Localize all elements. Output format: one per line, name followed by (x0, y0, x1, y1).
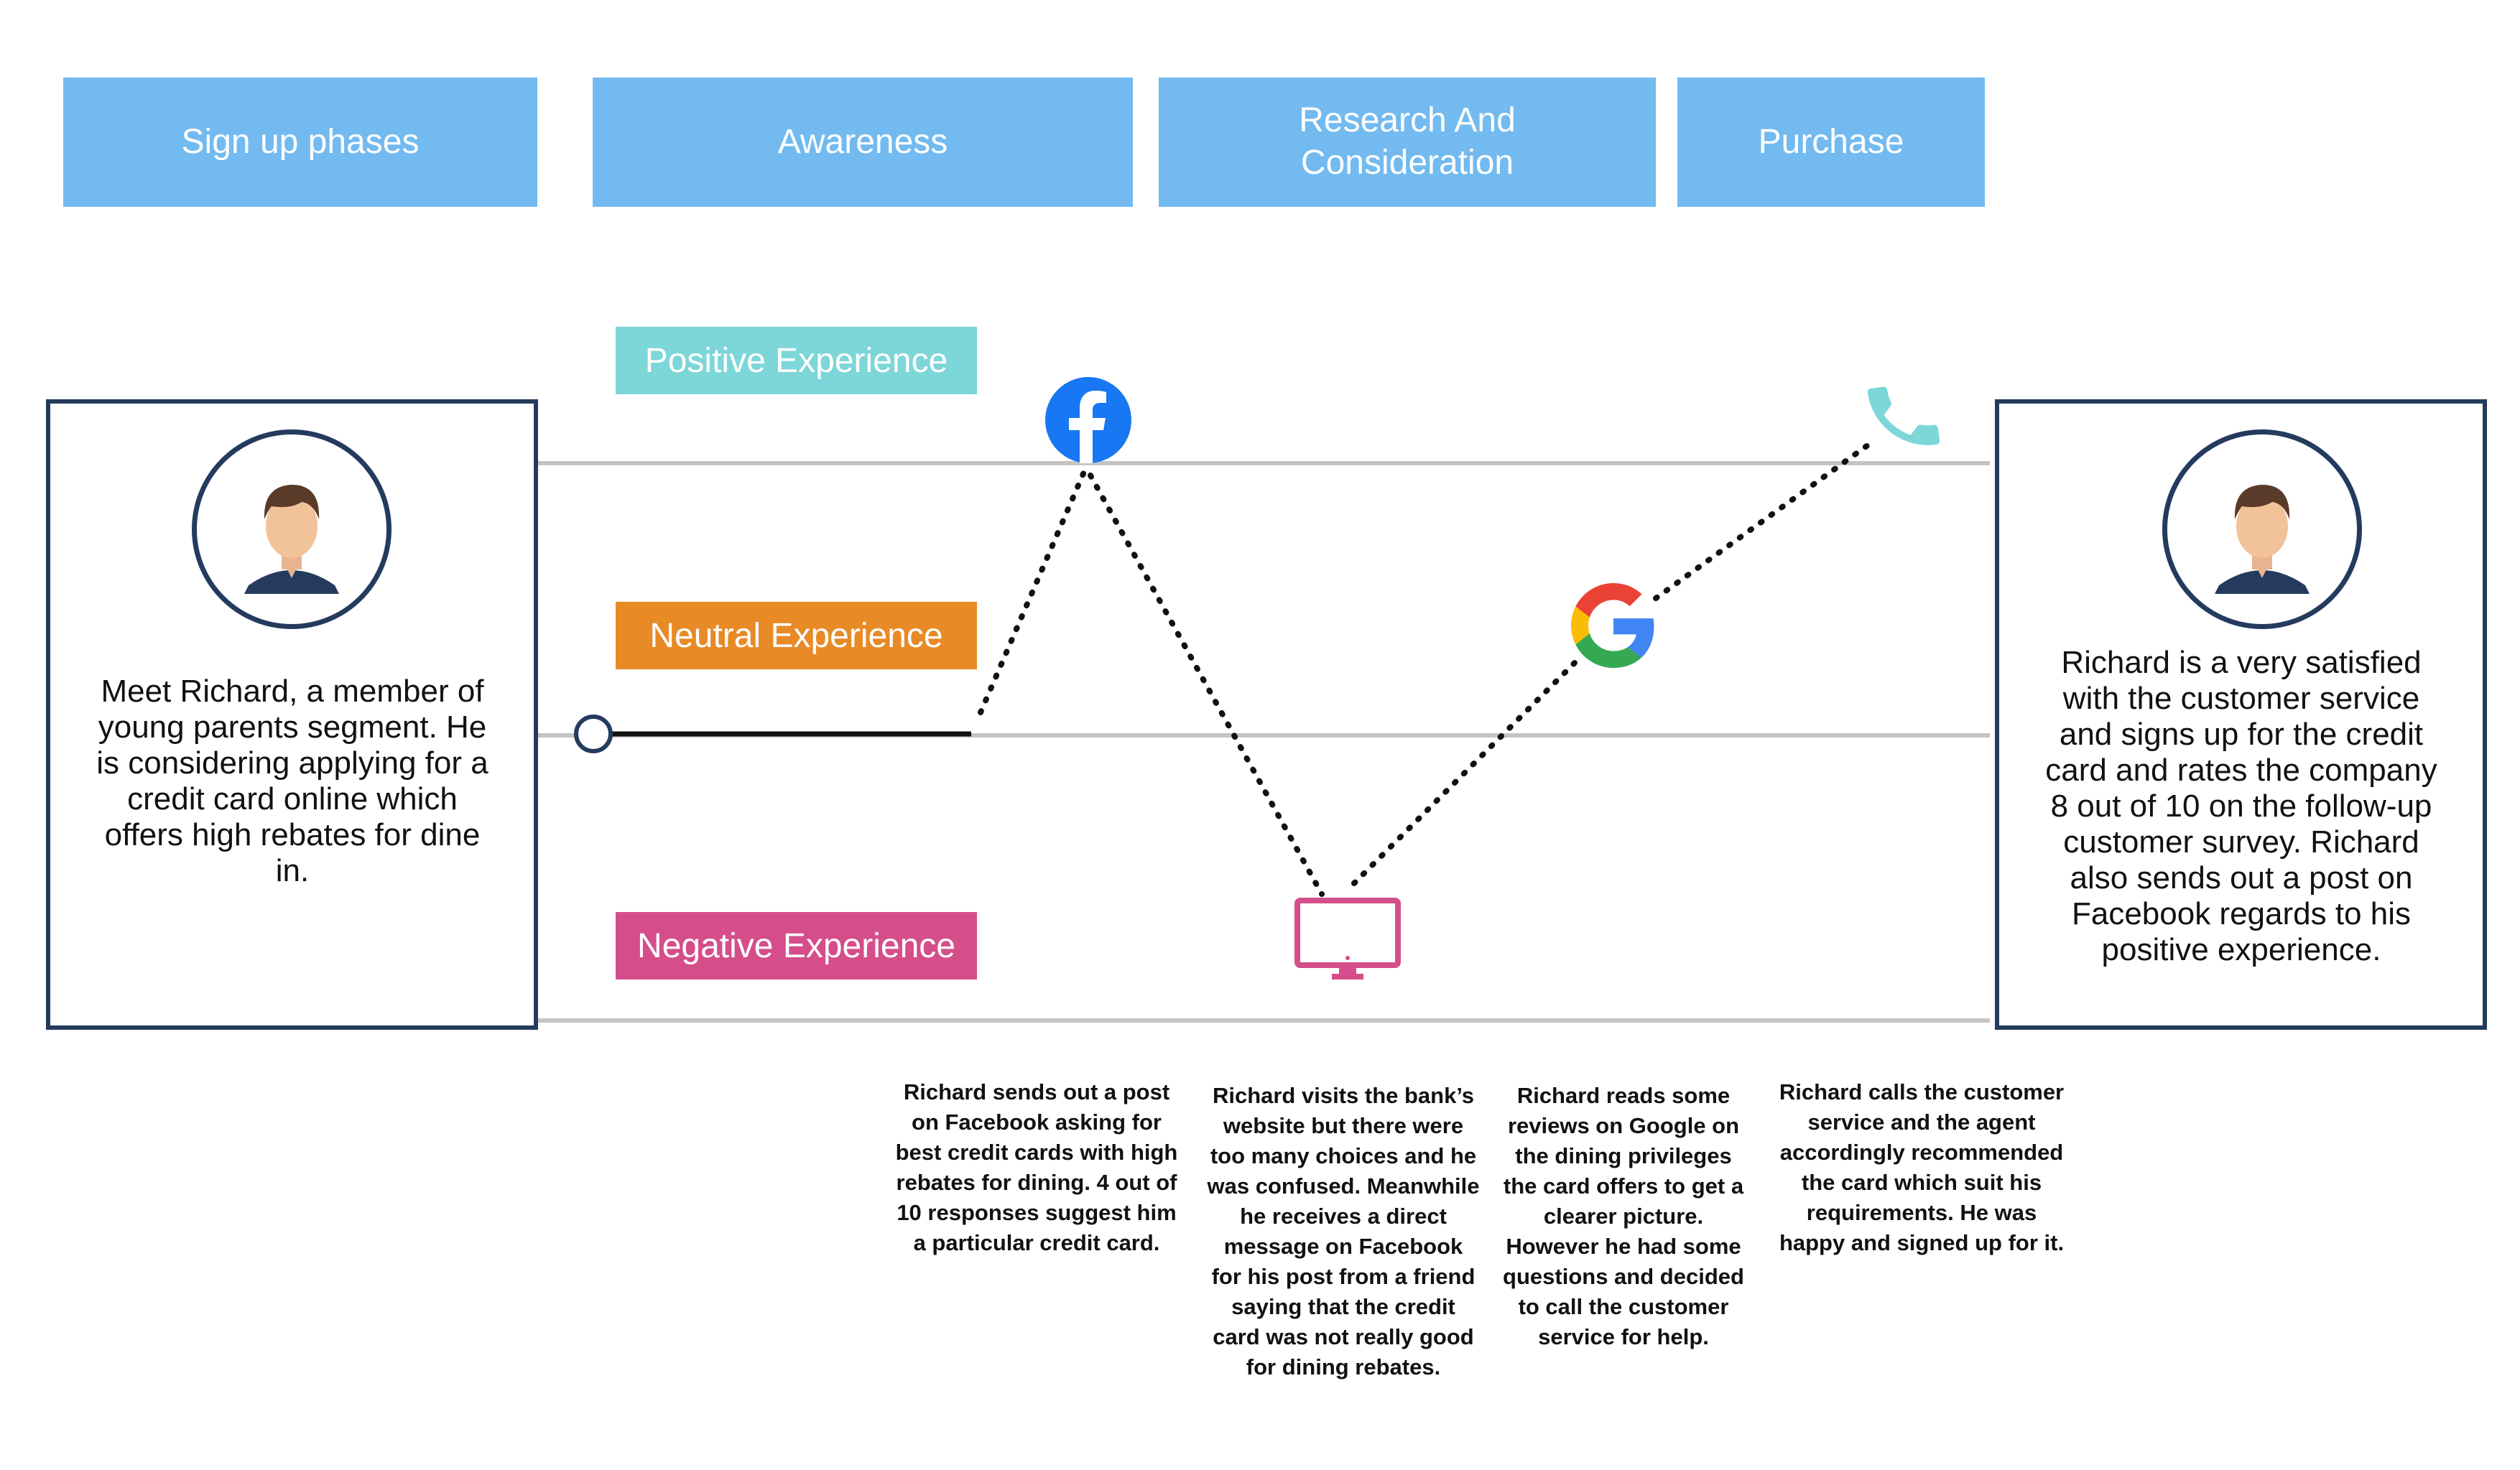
persona-intro-card: Meet Richard, a member of young parents … (46, 399, 538, 1030)
journey-segment-to-facebook (978, 467, 1088, 715)
journey-segment-to-monitor (1088, 473, 1325, 897)
phase-research: Research And Consideration (1159, 78, 1656, 207)
phase-awareness: Awareness (593, 78, 1133, 207)
person-icon (244, 485, 339, 594)
journey-start-marker (574, 715, 613, 753)
google-icon (1571, 583, 1654, 668)
persona-outcome-text: Richard is a very satisfied with the cus… (2045, 645, 2437, 967)
touchpoint-description: Richard calls the customer service and t… (1779, 1079, 2065, 1255)
phase-sign-up: Sign up phases (63, 78, 537, 207)
negative-experience-label: Negative Experience (616, 912, 977, 980)
phase-label: Awareness (777, 122, 948, 161)
neutral-experience-label: Neutral Experience (616, 602, 977, 669)
persona-outcome-card: Richard is a very satisfied with the cus… (1995, 399, 2487, 1030)
person-icon (2215, 485, 2310, 594)
touchpoint-description: Richard reads some reviews on Google on … (1503, 1083, 1744, 1349)
touchpoint-description: Richard sends out a post on Facebook ask… (895, 1079, 1178, 1255)
phase-label: Purchase (1758, 122, 1904, 161)
facebook-icon (1045, 377, 1131, 463)
journey-segment-to-google (1351, 658, 1580, 886)
phase-label: Sign up phases (181, 122, 420, 161)
touchpoint-description: Richard visits the bank’s website but th… (1207, 1083, 1480, 1380)
phase-purchase: Purchase (1677, 78, 1985, 207)
journey-segment-to-phone (1653, 442, 1871, 601)
phase-label: Research And Consideration (1299, 101, 1516, 182)
persona-intro-text: Meet Richard, a member of young parents … (96, 674, 488, 888)
avatar (192, 429, 392, 629)
positive-experience-label: Positive Experience (616, 327, 977, 394)
negative-guide-line (535, 1018, 1990, 1023)
neutral-guide-line (535, 733, 1990, 738)
positive-guide-line (535, 461, 1990, 465)
avatar (2162, 429, 2362, 629)
phone-icon (1867, 386, 1940, 445)
monitor-icon (1294, 898, 1401, 980)
